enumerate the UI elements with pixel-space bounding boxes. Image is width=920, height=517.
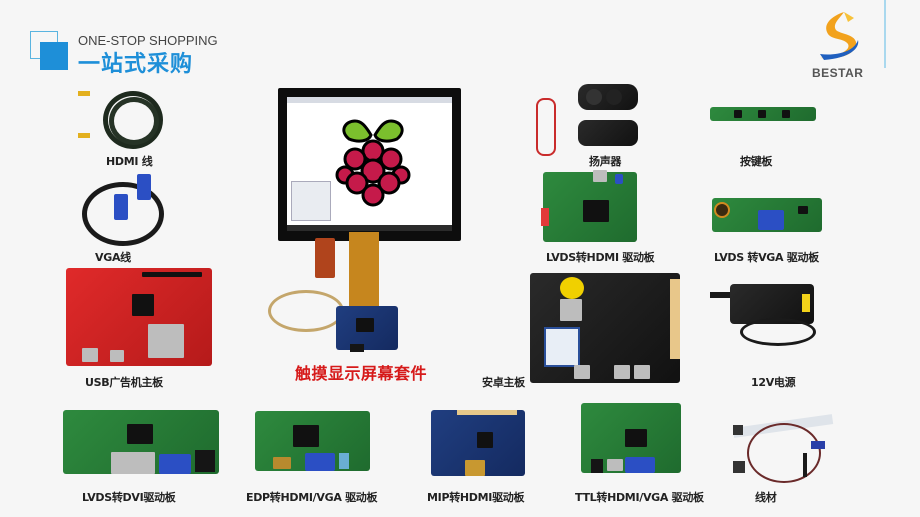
touch-display-kit-label: 触摸显示屏幕套件 <box>295 364 428 383</box>
mip-hdmi-board-label: MIP转HDMI驱动板 <box>427 491 525 504</box>
speaker-image <box>530 84 650 164</box>
monitor-screen <box>287 97 452 231</box>
touch-driver-board <box>336 306 398 352</box>
lvds-dvi-board-image <box>63 410 219 474</box>
power-supply-image <box>710 284 830 346</box>
speaker-label: 扬声器 <box>589 155 622 168</box>
mip-hdmi-board-image <box>431 410 525 476</box>
keypad-board-image <box>710 107 816 121</box>
edp-hdmi-vga-board-label: EDP转HDMI/VGA 驱动板 <box>246 491 378 504</box>
lvds-hdmi-board-image <box>541 170 637 242</box>
lvds-vga-board-image <box>712 198 822 232</box>
lvds-dvi-board-label: LVDS转DVI驱动板 <box>82 491 176 504</box>
vga-cable-image <box>82 172 164 246</box>
ttl-hdmi-vga-board-label: TTL转HDMI/VGA 驱动板 <box>575 491 704 504</box>
header-title: 一站式采购 <box>78 52 194 77</box>
hdmi-cable-image <box>75 85 165 150</box>
header-decor-square-filled <box>40 42 68 70</box>
touch-flex-cable <box>349 232 379 310</box>
ttl-hdmi-vga-board-image <box>581 403 681 473</box>
usb-ad-board-image <box>66 268 212 366</box>
bestar-logo-icon <box>814 10 864 62</box>
bestar-logo-text: BESTAR <box>812 66 864 80</box>
edp-hdmi-vga-board-image <box>255 411 370 471</box>
wire-harness-image <box>725 405 845 485</box>
vga-cable-label: VGA线 <box>95 251 131 264</box>
lvds-hdmi-board-label: LVDS转HDMI 驱动板 <box>546 251 655 264</box>
header-subtitle: ONE-STOP SHOPPING <box>78 33 218 48</box>
raspberry-pi-logo-icon <box>335 119 411 207</box>
power-supply-label: 12V电源 <box>751 376 796 389</box>
android-board-image <box>530 273 680 383</box>
hdmi-cable-label: HDMI 线 <box>106 155 153 168</box>
keypad-board-label: 按键板 <box>740 155 773 168</box>
lvds-vga-board-label: LVDS 转VGA 驱动板 <box>714 251 819 264</box>
android-board-label: 安卓主板 <box>482 376 525 389</box>
touch-controller-board <box>315 238 335 278</box>
touch-wire-loop <box>268 290 344 332</box>
wire-harness-label: 线材 <box>755 491 777 504</box>
header-divider <box>884 0 886 68</box>
usb-ad-board-label: USB广告机主板 <box>85 376 163 389</box>
